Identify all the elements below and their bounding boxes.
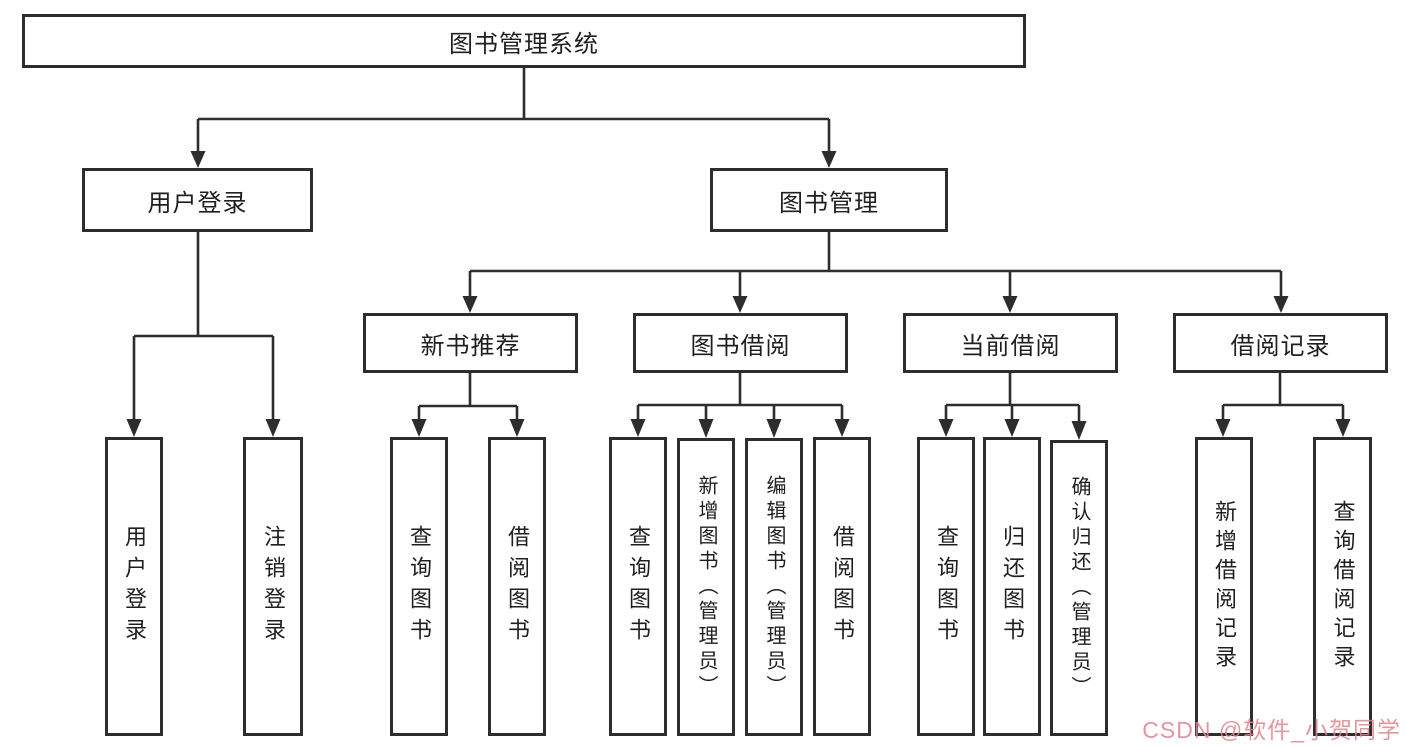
node-label: 借阅图书 [830, 524, 855, 649]
node-label: 查询借阅记录 [1330, 499, 1356, 674]
node-label: 新书推荐 [420, 332, 521, 360]
node-recommend-borrow-books: 借阅图书 [488, 437, 546, 736]
node-current-borrowing: 当前借阅 [903, 313, 1118, 373]
node-label: 注销登录 [261, 524, 286, 649]
node-borrowing-records: 借阅记录 [1173, 313, 1388, 373]
node-edit-books-admin: 编辑图书（管理员） [745, 438, 803, 736]
node-logout: 注销登录 [243, 437, 303, 736]
node-user-login-leaf: 用户登录 [105, 437, 163, 736]
node-book-management: 图书管理 [710, 168, 948, 232]
node-label: 当前借阅 [960, 332, 1061, 360]
node-confirm-return-admin: 确认归还（管理员） [1050, 440, 1108, 736]
node-label: 用户登录 [122, 524, 147, 649]
node-label: 图书管理 [779, 189, 879, 217]
node-label: 用户登录 [147, 189, 248, 217]
node-label: 确认归还（管理员） [1068, 475, 1090, 701]
node-label: 查询图书 [407, 524, 432, 649]
node-book-borrowing: 图书借阅 [633, 313, 848, 373]
node-label: 编辑图书（管理员） [763, 474, 785, 700]
node-borrow-borrow-books: 借阅图书 [813, 437, 871, 736]
node-label: 查询图书 [626, 524, 651, 649]
node-query-borrow-record: 查询借阅记录 [1313, 437, 1372, 736]
node-add-borrow-record: 新增借阅记录 [1195, 437, 1253, 736]
node-label: 归还图书 [1000, 524, 1025, 649]
node-label: 新增借阅记录 [1212, 499, 1237, 674]
node-label: 新增图书（管理员） [695, 474, 717, 700]
node-recommend-query-books: 查询图书 [390, 437, 448, 736]
node-book-management-system: 图书管理系统 [22, 14, 1026, 68]
node-return-books: 归还图书 [983, 437, 1041, 736]
node-current-query-books: 查询图书 [917, 437, 975, 736]
node-label: 借阅记录 [1230, 332, 1331, 360]
node-label: 图书管理系统 [449, 30, 599, 58]
node-label: 图书借阅 [690, 332, 791, 360]
node-borrow-query-books: 查询图书 [609, 437, 667, 736]
node-user-login: 用户登录 [82, 168, 313, 232]
node-add-books-admin: 新增图书（管理员） [677, 438, 735, 736]
node-label: 借阅图书 [505, 524, 530, 649]
node-new-book-recommendation: 新书推荐 [363, 313, 578, 373]
node-label: 查询图书 [934, 524, 959, 649]
